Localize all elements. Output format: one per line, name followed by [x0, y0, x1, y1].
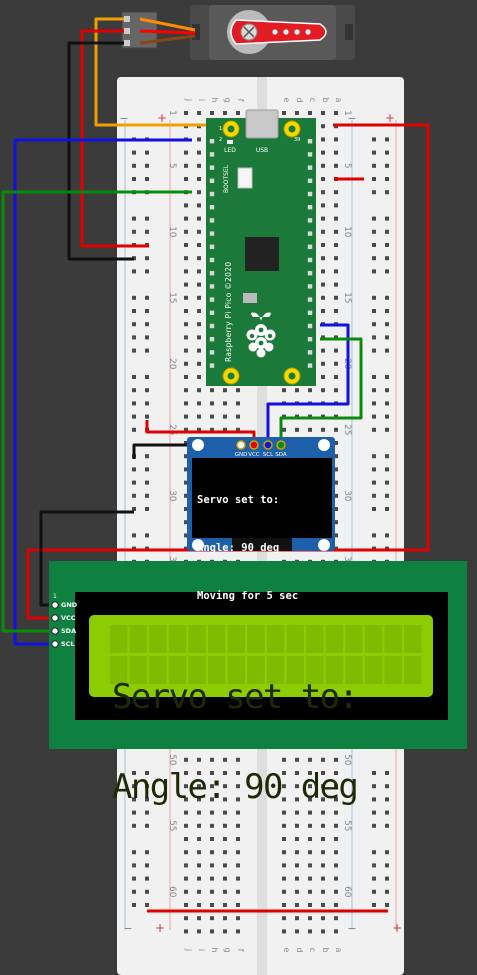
led-label: LED [224, 147, 236, 154]
oled-line-1: Servo set to: [197, 494, 280, 506]
oled-screen: Servo set to: Angle: 90 deg Moving for 5… [192, 458, 332, 602]
row-number-50-left: 50 [167, 754, 177, 766]
column-letter-j-bottom: j [184, 948, 193, 951]
column-letter-d-bottom: d [295, 947, 304, 952]
column-letter-a-top: a [334, 98, 343, 103]
row-number-5-left: 5 [167, 163, 177, 169]
oled-line-3: Moving for 5 sec [197, 590, 299, 602]
lcd-pin-scl: SCL [61, 640, 75, 648]
row-number-60-left: 60 [167, 886, 177, 898]
lcd-pin-sda: SDA [61, 627, 76, 635]
oled-pin-sda: SDA [275, 452, 287, 458]
wire-oled-sda[interactable] [279, 337, 363, 445]
row-number-55-right: 55 [342, 820, 352, 831]
rail-plus-label-top-left: + [157, 111, 167, 125]
pin-2-label: 2 [219, 137, 222, 143]
servo-ground-lead [139, 34, 196, 45]
column-letter-a-bottom: a [334, 948, 343, 953]
column-letter-g-bottom: g [223, 947, 232, 952]
wire-oled-scl[interactable] [266, 323, 350, 445]
rail-minus-label-top-right: − [347, 112, 356, 125]
rp2040-chip [245, 237, 279, 271]
column-letter-f-bottom: f [236, 949, 245, 952]
row-number-30-left: 30 [167, 490, 177, 502]
servo-power-lead [139, 29, 196, 35]
column-letter-h-bottom: h [210, 947, 219, 952]
servo-connector [121, 11, 196, 49]
row-number-10-right: 10 [342, 226, 352, 238]
pin-39-label: 39 [294, 137, 300, 143]
pico-board-text: Raspberry Pi Pico ©2020 [224, 262, 233, 362]
column-letter-c-bottom: c [308, 948, 317, 952]
column-letter-d-top: d [295, 97, 304, 102]
lcd-character-cells [110, 625, 422, 684]
row-number-15-right: 15 [342, 292, 352, 303]
bootsel-button[interactable] [237, 167, 253, 189]
onboard-led [227, 140, 233, 144]
lcd-pin-gnd: GND [61, 601, 78, 609]
column-letter-i-bottom: i [197, 949, 206, 951]
rail-plus-label-top-right: + [385, 111, 395, 125]
column-letter-e-bottom: e [282, 948, 291, 953]
column-letter-b-top: b [321, 97, 330, 102]
servo-motor[interactable] [190, 5, 355, 60]
row-number-1-left: 1 [167, 110, 177, 116]
row-number-1-right: 1 [342, 110, 352, 116]
rail-plus-label-bottom-left: + [155, 921, 165, 935]
oled-pin-vcc: VCC [248, 452, 260, 458]
row-number-15-left: 15 [167, 292, 177, 303]
usb-label: USB [256, 147, 268, 154]
lcd-line-2: Angle: 90 deg [112, 767, 359, 807]
rail-minus-label-top-left: − [119, 112, 128, 125]
column-letter-i-top: i [197, 99, 206, 101]
rail-plus-label-bottom-right: + [392, 921, 402, 935]
pin-1-label: 1 [219, 126, 222, 132]
raspberry-logo-icon [246, 312, 276, 358]
wire-lcd-gnd[interactable] [39, 510, 134, 607]
pico-pin-headers [209, 139, 313, 368]
oled-line-2: Angle: 90 deg [197, 542, 280, 554]
raspberry-pi-pico[interactable]: USB LED 1 2 39 BOOTSEL Raspberry Pi Pico… [206, 109, 316, 386]
lcd-line-1: Servo set to: [112, 677, 359, 717]
rail-minus-label-bottom-right: − [347, 922, 356, 935]
lcd-pin-vcc: VCC [61, 614, 76, 622]
wire-servo-signal[interactable] [94, 17, 225, 127]
row-number-55-left: 55 [167, 820, 177, 831]
wire-servo-ground[interactable] [67, 41, 134, 261]
row-number-20-left: 20 [167, 358, 177, 370]
rail-minus-label-bottom-left: − [123, 922, 132, 935]
column-letter-g-top: g [223, 97, 232, 102]
row-number-25-right: 25 [342, 424, 352, 435]
usb-port [245, 109, 279, 139]
row-number-50-right: 50 [342, 754, 352, 766]
oled-pin-scl: SCL [263, 452, 274, 458]
lcd-1602-module[interactable]: 1 GND VCC SDA SCL [49, 561, 467, 749]
flash-chip [243, 293, 257, 303]
column-letter-f-top: f [236, 99, 245, 102]
row-number-25-left: 25 [167, 424, 177, 435]
wire-lcd-sda[interactable] [1, 190, 192, 633]
bootsel-label: BOOTSEL [223, 164, 230, 193]
row-number-60-right: 60 [342, 886, 352, 898]
lcd-pin-marker: 1 [53, 593, 57, 600]
lcd-screen-text: Servo set to: Angle: 90 deg [112, 622, 432, 832]
servo-signal-lead [139, 17, 196, 32]
row-number-10-left: 10 [167, 226, 177, 238]
column-letter-e-top: e [282, 98, 291, 103]
row-number-5-right: 5 [342, 163, 352, 169]
oled-pin-gnd: GND [235, 452, 248, 458]
column-letter-b-bottom: b [321, 947, 330, 952]
column-letter-j-top: j [184, 98, 193, 101]
column-letter-c-top: c [308, 98, 317, 102]
wires [1, 17, 430, 913]
wire-lcd-scl[interactable] [13, 138, 192, 646]
column-letter-h-top: h [210, 97, 219, 102]
row-number-30-right: 30 [342, 490, 352, 502]
